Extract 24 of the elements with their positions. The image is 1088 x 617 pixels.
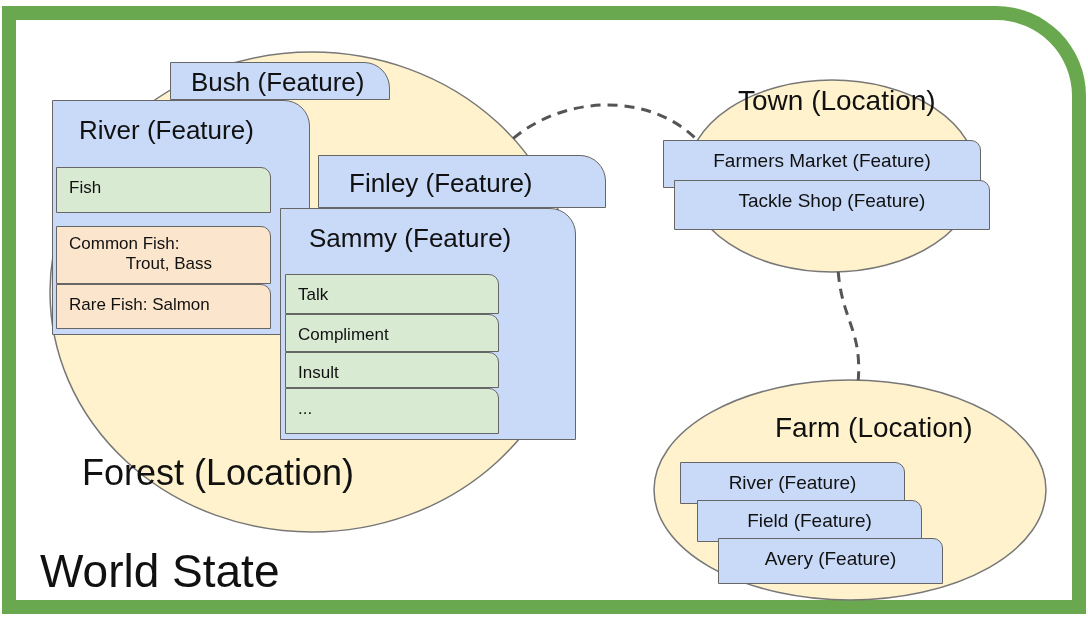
feature-title: River (Feature) <box>79 117 254 143</box>
location-title: Farm (Location) <box>775 414 973 442</box>
location-ellipse <box>650 378 1048 602</box>
feature-card <box>318 155 606 208</box>
feature-title: Sammy (Feature) <box>309 225 512 251</box>
dashed-connector <box>836 271 861 381</box>
frame-title: World State <box>40 548 280 594</box>
feature-title: Bush (Feature) <box>191 69 365 95</box>
list-row: Rare Fish: Salmon <box>56 284 271 329</box>
feature-title: Finley (Feature) <box>349 170 533 196</box>
feature-card: Tackle Shop (Feature) <box>674 180 990 230</box>
world-frame <box>2 6 1086 614</box>
location-title: Forest (Location) <box>82 455 355 491</box>
list-row: ... <box>285 388 499 434</box>
list-row: Insult <box>285 352 499 388</box>
list-row: Talk <box>285 274 499 314</box>
feature-card <box>170 62 390 100</box>
feature-card: River (Feature) <box>680 462 905 504</box>
feature-card <box>280 208 576 440</box>
feature-card: Avery (Feature) <box>718 538 943 584</box>
list-row: Fish <box>56 167 271 213</box>
feature-card: Field (Feature) <box>697 500 922 542</box>
list-row: Common Fish: Trout, Bass <box>56 226 271 284</box>
list-row: Compliment <box>285 314 499 352</box>
